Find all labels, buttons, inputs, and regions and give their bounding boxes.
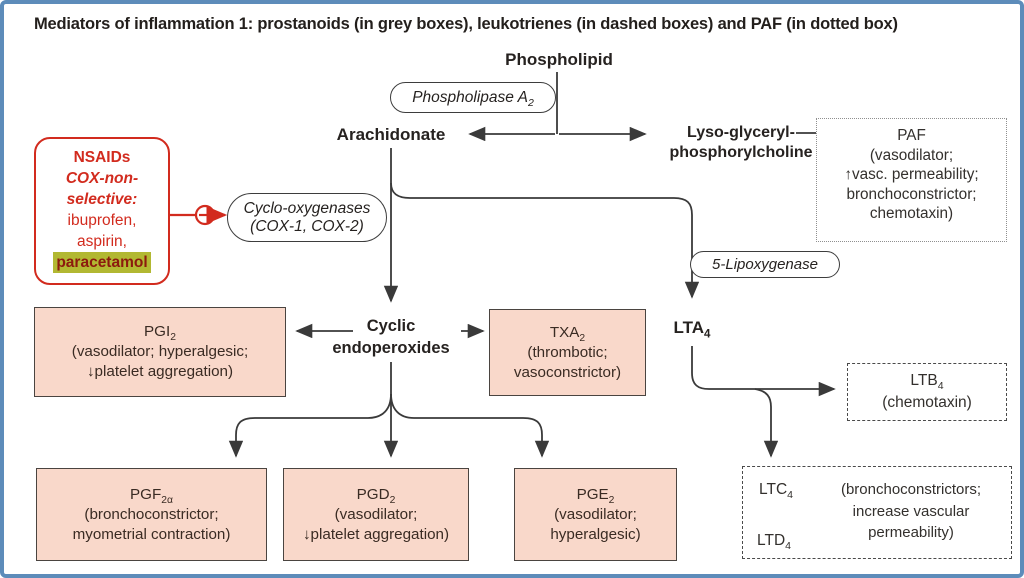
paf-box: PAF (vasodilator; ↑vasc. permeability; b… xyxy=(816,118,1007,242)
inhibition-connector xyxy=(170,204,228,226)
nsaids-box: NSAIDs COX-non- selective: ibuprofen, as… xyxy=(34,137,170,285)
cyclo-oxygenases-oval: Cyclo-oxygenases (COX-1, COX-2) xyxy=(227,193,387,242)
pgi2-box: PGI2 (vasodilator; hyperalgesic; ↓platel… xyxy=(34,307,286,397)
pgd2-box: PGD2 (vasodilator; ↓platelet aggregation… xyxy=(283,468,469,561)
txa2-box: TXA2 (thrombotic; vasoconstrictor) xyxy=(489,309,646,396)
lta4-label: LTA4 xyxy=(673,318,711,341)
ltc4-ltd4-description: (bronchoconstrictors; increase vascular … xyxy=(840,481,982,541)
pgf2a-box: PGF2α (bronchoconstrictor; myometrial co… xyxy=(36,468,267,561)
phospholipid-label: Phospholipid xyxy=(505,50,613,69)
phospholipase-a2-oval: Phospholipase A2 xyxy=(390,82,556,113)
cyclic-endoperoxides-label: Cyclic endoperoxides xyxy=(332,317,450,357)
lipoxygenase-oval: 5-Lipoxygenase xyxy=(690,251,840,278)
pge2-box: PGE2 (vasodilator; hyperalgesic) xyxy=(514,468,677,561)
lyso-label: Lyso-glyceryl- phosphorylcholine xyxy=(669,124,813,161)
paracetamol-highlight: paracetamol xyxy=(53,252,151,273)
ltb4-box: LTB4 (chemotaxin) xyxy=(847,363,1007,421)
arachidonate-label: Arachidonate xyxy=(336,125,446,144)
ltd4-label: LTD4 xyxy=(757,532,791,553)
ltc4-ltd4-box: LTC4 LTD4 (bronchoconstrictors; increase… xyxy=(742,466,1012,559)
ltc4-label: LTC4 xyxy=(759,481,793,502)
diagram-title: Mediators of inflammation 1: prostanoids… xyxy=(34,15,898,33)
